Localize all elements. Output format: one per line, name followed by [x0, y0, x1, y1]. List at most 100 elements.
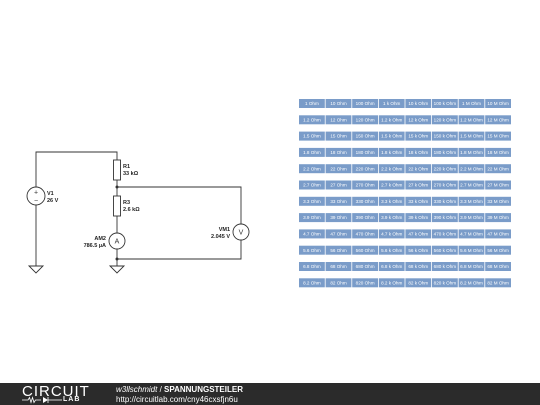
table-cell: [485, 164, 511, 174]
table-cell-label: 33 k Ohm: [408, 199, 428, 204]
r3-name-label: R3: [123, 200, 130, 206]
table-cell-label: 180 Ohm: [356, 150, 375, 155]
table-cell: [378, 164, 405, 174]
table-cell: [485, 245, 511, 255]
table-cell-label: 150 k Ohm: [434, 134, 457, 139]
table-cell-label: 3.3 k Ohm: [381, 199, 402, 204]
table-cell: [299, 229, 325, 239]
table-cell: [458, 262, 485, 271]
table-cell: [432, 196, 458, 206]
table-cell: [352, 229, 378, 239]
table-cell: [378, 278, 405, 288]
table-cell-label: 15 M Ohm: [487, 134, 509, 139]
table-cell-label: 27 k Ohm: [408, 183, 428, 188]
table-cell-label: 270 k Ohm: [434, 183, 457, 188]
table-cell: [432, 213, 458, 223]
table-cell: [458, 164, 485, 174]
table-cell-label: 15 Ohm: [330, 134, 347, 139]
v1-name-label: V1: [47, 191, 54, 197]
table-cell: [352, 99, 378, 108]
table-cell: [325, 99, 352, 108]
table-cell-label: 12 M Ohm: [487, 117, 509, 122]
table-cell-label: 4.7 M Ohm: [460, 232, 483, 237]
v1-voltage-source[interactable]: + − V1 26 V: [26, 186, 59, 206]
table-cell-label: 330 k Ohm: [434, 199, 457, 204]
table-cell: [378, 180, 405, 190]
table-cell: [352, 147, 378, 157]
table-cell-label: 22 M Ohm: [487, 166, 509, 171]
table-cell-label: 68 M Ohm: [487, 264, 509, 269]
table-cell: [405, 131, 432, 141]
table-cell-label: 5.6 M Ohm: [460, 248, 483, 253]
table-cell: [325, 115, 352, 125]
table-cell-label: 39 M Ohm: [487, 215, 509, 220]
table-cell-label: 8.2 M Ohm: [460, 280, 483, 285]
table-cell-label: 6.8 k Ohm: [381, 264, 402, 269]
junction-dot: [115, 257, 119, 261]
schematic-canvas: + − V1 26 V R1 33 kΩ R3 2.6 kΩ A AM2 786…: [26, 99, 511, 288]
table-cell: [432, 131, 458, 141]
table-cell: [352, 245, 378, 255]
r3-resistor[interactable]: R3 2.6 kΩ: [113, 195, 141, 217]
table-cell-label: 5.6 Ohm: [303, 248, 321, 253]
table-cell: [325, 180, 352, 190]
table-cell-label: 82 M Ohm: [487, 280, 509, 285]
table-cell-label: 1.2 Ohm: [303, 117, 321, 122]
table-cell-label: 27 M Ohm: [487, 183, 509, 188]
table-cell-label: 820 Ohm: [356, 280, 375, 285]
table-cell-label: 680 k Ohm: [434, 264, 457, 269]
table-cell: [299, 278, 325, 288]
am2-ammeter[interactable]: A AM2 786.5 µA: [84, 232, 126, 250]
table-cell: [325, 147, 352, 157]
table-cell-label: 1.8 Ohm: [303, 150, 321, 155]
table-cell: [432, 229, 458, 239]
table-cell-label: 82 Ohm: [330, 280, 347, 285]
circuit-url-link[interactable]: http://circuitlab.com/cny46cxsfjn6u: [116, 395, 238, 404]
ground-icon: [108, 265, 126, 274]
vm1-name-label: VM1: [219, 227, 230, 233]
table-cell: [405, 278, 432, 288]
vm1-voltmeter[interactable]: V VM1 2.045 V: [211, 223, 250, 241]
table-cell: [378, 229, 405, 239]
table-cell: [352, 131, 378, 141]
svg-text:A: A: [115, 239, 120, 246]
table-cell: [299, 164, 325, 174]
table-cell: [299, 99, 325, 108]
table-cell-label: 39 k Ohm: [408, 215, 428, 220]
table-cell: [405, 115, 432, 125]
table-cell-label: 1 Ohm: [305, 101, 319, 106]
table-cell: [485, 147, 511, 157]
wire-top-left: [35, 151, 118, 187]
table-cell-label: 390 k Ohm: [434, 215, 457, 220]
table-cell-label: 3.9 M Ohm: [460, 215, 483, 220]
table-cell: [485, 115, 511, 125]
table-cell: [458, 196, 485, 206]
am2-name-label: AM2: [94, 236, 106, 242]
byline-separator: /: [157, 385, 165, 394]
table-cell: [485, 131, 511, 141]
table-cell-label: 10 k Ohm: [408, 101, 428, 106]
table-cell: [432, 180, 458, 190]
table-cell-label: 100 Ohm: [356, 101, 375, 106]
table-cell: [458, 131, 485, 141]
table-cell: [352, 262, 378, 271]
author-name[interactable]: w3llschmidt: [116, 385, 158, 394]
table-cell: [458, 115, 485, 125]
table-cell-label: 560 k Ohm: [434, 248, 457, 253]
table-cell: [378, 245, 405, 255]
r1-resistor[interactable]: R1 33 kΩ: [113, 159, 139, 181]
table-cell: [485, 180, 511, 190]
table-cell-label: 68 k Ohm: [408, 264, 428, 269]
table-cell-label: 22 k Ohm: [408, 166, 428, 171]
table-cell: [299, 245, 325, 255]
logo-circuit-text: CIRCUIT: [22, 383, 90, 400]
table-cell-label: 1.5 Ohm: [303, 134, 321, 139]
table-cell: [325, 213, 352, 223]
ground-icon: [27, 265, 45, 274]
table-cell: [352, 115, 378, 125]
table-cell: [485, 278, 511, 288]
table-cell: [485, 196, 511, 206]
table-cell: [299, 115, 325, 125]
table-cell: [432, 245, 458, 255]
